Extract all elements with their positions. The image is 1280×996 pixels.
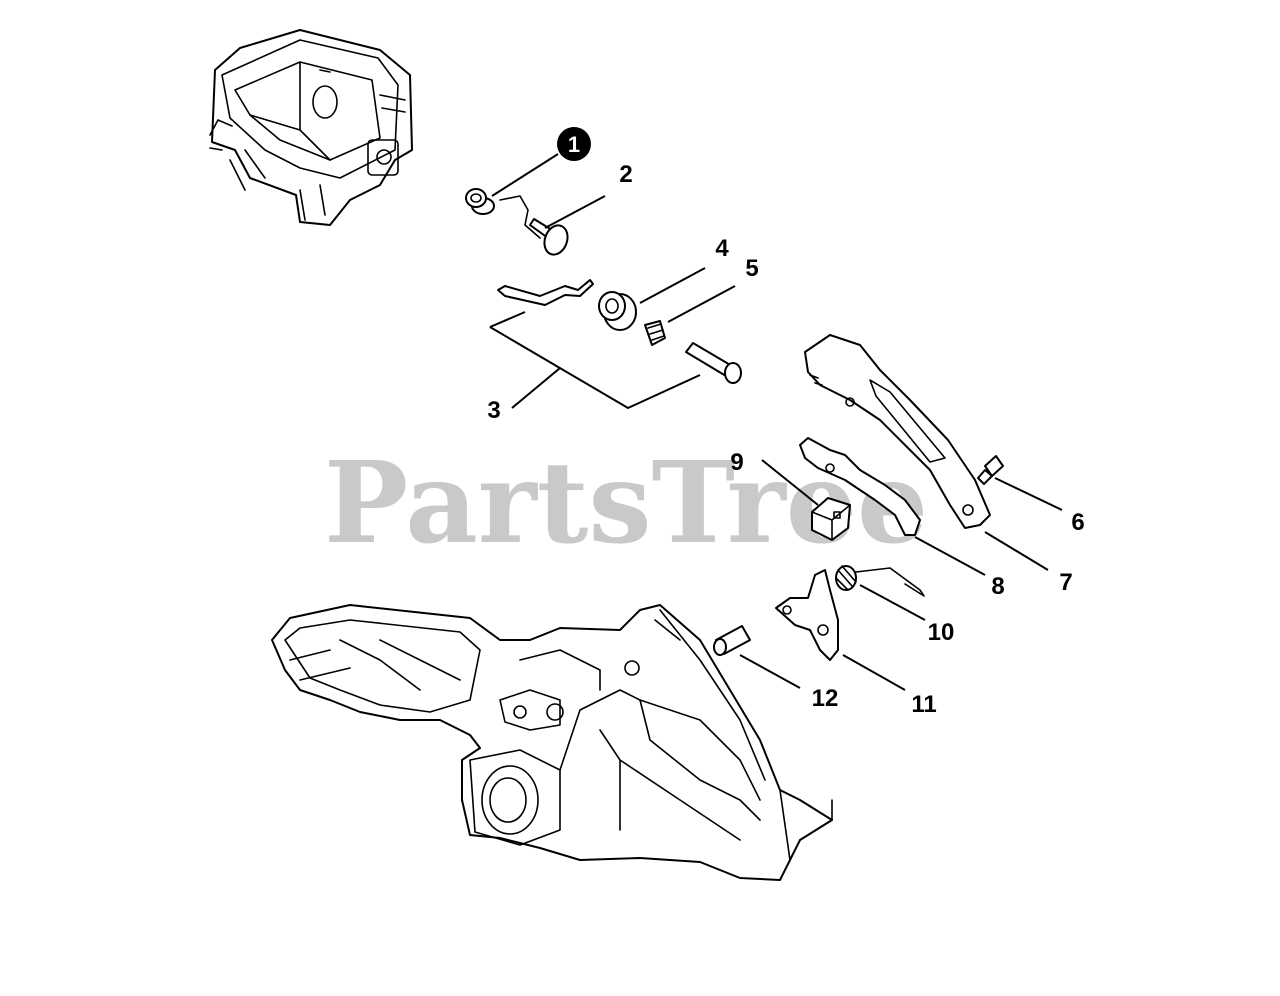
callout-2-label[interactable]: 2	[619, 161, 632, 188]
part-3-pin	[685, 342, 742, 384]
callout-8-label[interactable]: 8	[991, 573, 1004, 600]
callout-10-label[interactable]: 10	[928, 619, 955, 646]
callout-1-badge	[557, 127, 591, 161]
callout-1-label: 1	[568, 132, 580, 157]
callout-4-label[interactable]: 4	[715, 235, 729, 262]
part-7-handle-cover	[804, 334, 991, 529]
part-8-throttle-lever	[799, 437, 921, 536]
part-10-spring	[835, 565, 925, 597]
part-1-grommet	[465, 188, 495, 215]
part-6-screw	[977, 455, 1004, 485]
callout-6-label[interactable]: 6	[1071, 509, 1084, 536]
callout-7-label[interactable]: 7	[1059, 569, 1072, 596]
part-3-wire-link	[497, 279, 594, 306]
callout-12-label[interactable]: 12	[812, 685, 839, 712]
callout-3-label[interactable]: 3	[487, 397, 500, 424]
part-4-grommet	[598, 291, 637, 331]
part-12-pin	[713, 625, 751, 656]
callout-11-label[interactable]: 11	[911, 691, 936, 718]
carburetor-box-housing	[209, 29, 413, 226]
part-9-block	[811, 497, 851, 541]
part-5-spring	[644, 320, 666, 346]
leader-lines	[489, 153, 1063, 691]
callout-5-label[interactable]: 5	[745, 255, 758, 282]
rear-handle-frame	[271, 604, 833, 881]
callout-1[interactable]: 1	[557, 127, 591, 161]
part-11-lockout-lever	[775, 569, 839, 661]
callout-9-label[interactable]: 9	[730, 449, 743, 476]
part-2-choke-rod	[499, 195, 569, 256]
